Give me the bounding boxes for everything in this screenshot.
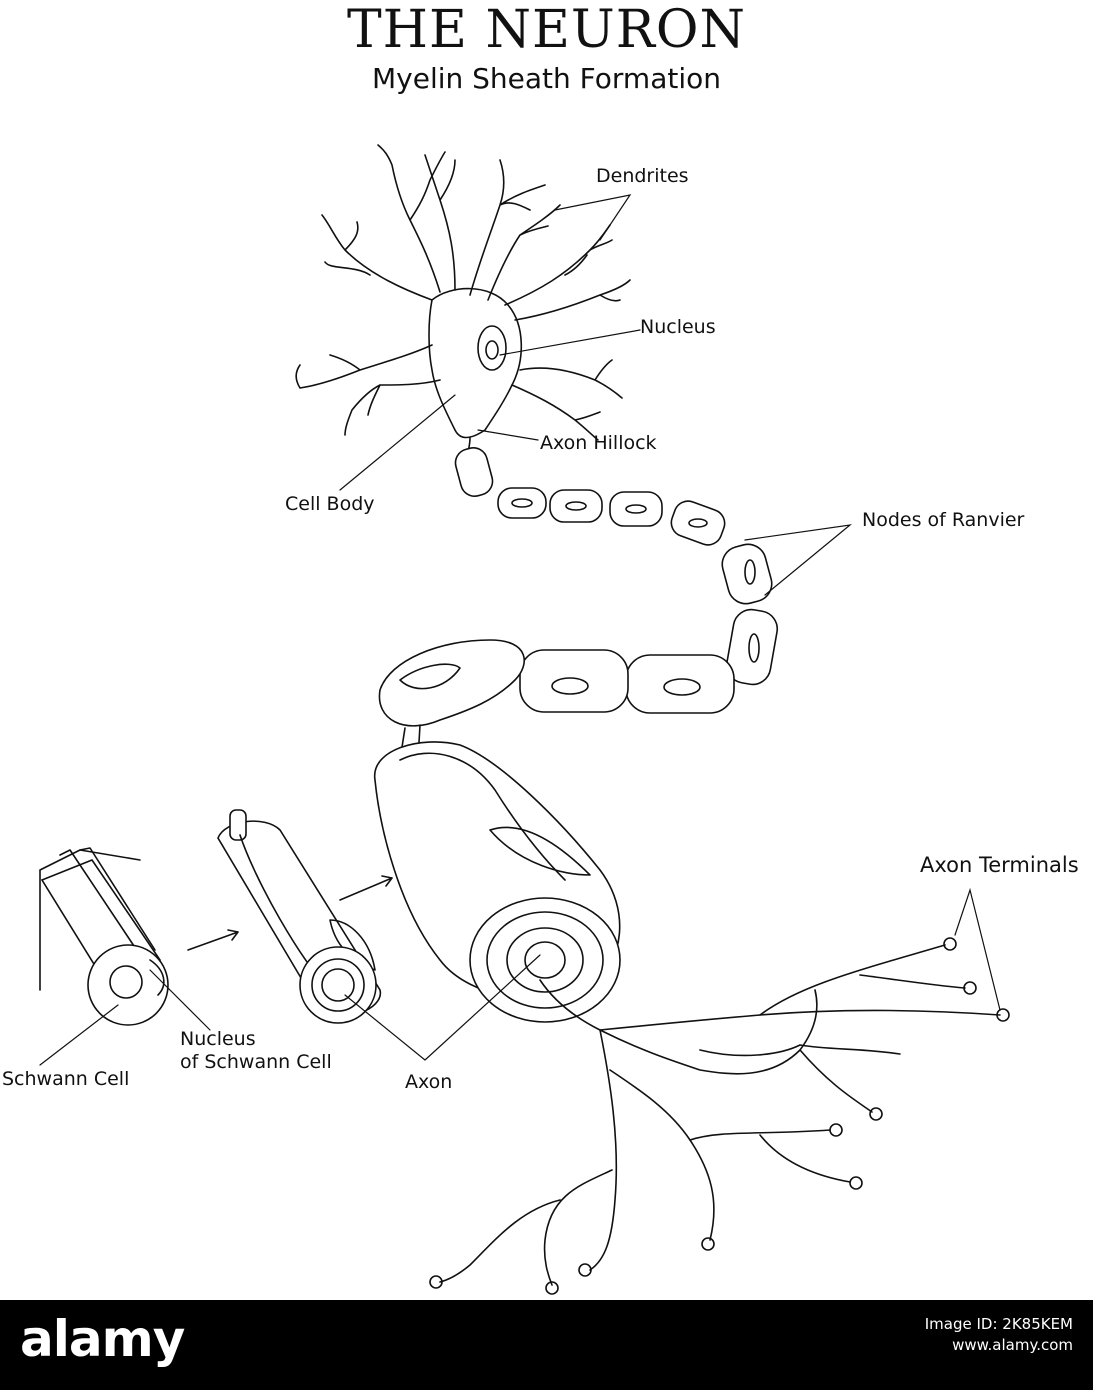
label-nucleus-of-schwann-cell-line1: Nucleus bbox=[180, 1028, 256, 1050]
label-leader-lines bbox=[39, 194, 1001, 1066]
label-nodes-of-ranvier: Nodes of Ranvier bbox=[862, 509, 1025, 531]
watermark-footer: alamy Image ID: 2K85KEM www.alamy.com bbox=[0, 1300, 1093, 1390]
label-nucleus-of-schwann-cell-line2: of Schwann Cell bbox=[180, 1051, 332, 1073]
diagram-canvas: THE NEURON Myelin Sheath Formation bbox=[2, 0, 1079, 1295]
schwann-cell-stage-2 bbox=[217, 809, 381, 1024]
schwann-cell-stage-1 bbox=[39, 847, 169, 1026]
neuron-illustration bbox=[39, 144, 1010, 1295]
arrow-1 bbox=[187, 929, 239, 951]
label-dendrites: Dendrites bbox=[596, 165, 689, 187]
cell-nucleus-outer bbox=[477, 325, 507, 371]
label-axon-terminals: Axon Terminals bbox=[920, 853, 1079, 877]
label-cell-body: Cell Body bbox=[285, 493, 375, 515]
label-axon: Axon bbox=[405, 1071, 453, 1093]
cell-nucleus-inner bbox=[485, 340, 499, 360]
label-nucleus: Nucleus bbox=[640, 316, 716, 338]
myelinated-axon bbox=[378, 437, 779, 761]
label-schwann-cell: Schwann Cell bbox=[2, 1068, 130, 1090]
image-id-text: Image ID: 2K85KEM bbox=[924, 1315, 1073, 1333]
diagram-title: THE NEURON bbox=[346, 0, 747, 60]
stock-image-info: Image ID: 2K85KEM www.alamy.com bbox=[925, 1314, 1073, 1356]
dendrites-drawing bbox=[295, 144, 631, 441]
large-myelin-wrap bbox=[374, 741, 621, 1023]
label-axon-hillock: Axon Hillock bbox=[540, 432, 657, 454]
axon-terminals-drawing bbox=[429, 937, 1010, 1295]
cell-body-outline bbox=[428, 287, 523, 439]
diagram-subtitle: Myelin Sheath Formation bbox=[371, 62, 721, 95]
brand-logo: alamy bbox=[20, 1310, 185, 1368]
arrow-2 bbox=[339, 875, 393, 901]
site-url-text: www.alamy.com bbox=[952, 1336, 1073, 1354]
